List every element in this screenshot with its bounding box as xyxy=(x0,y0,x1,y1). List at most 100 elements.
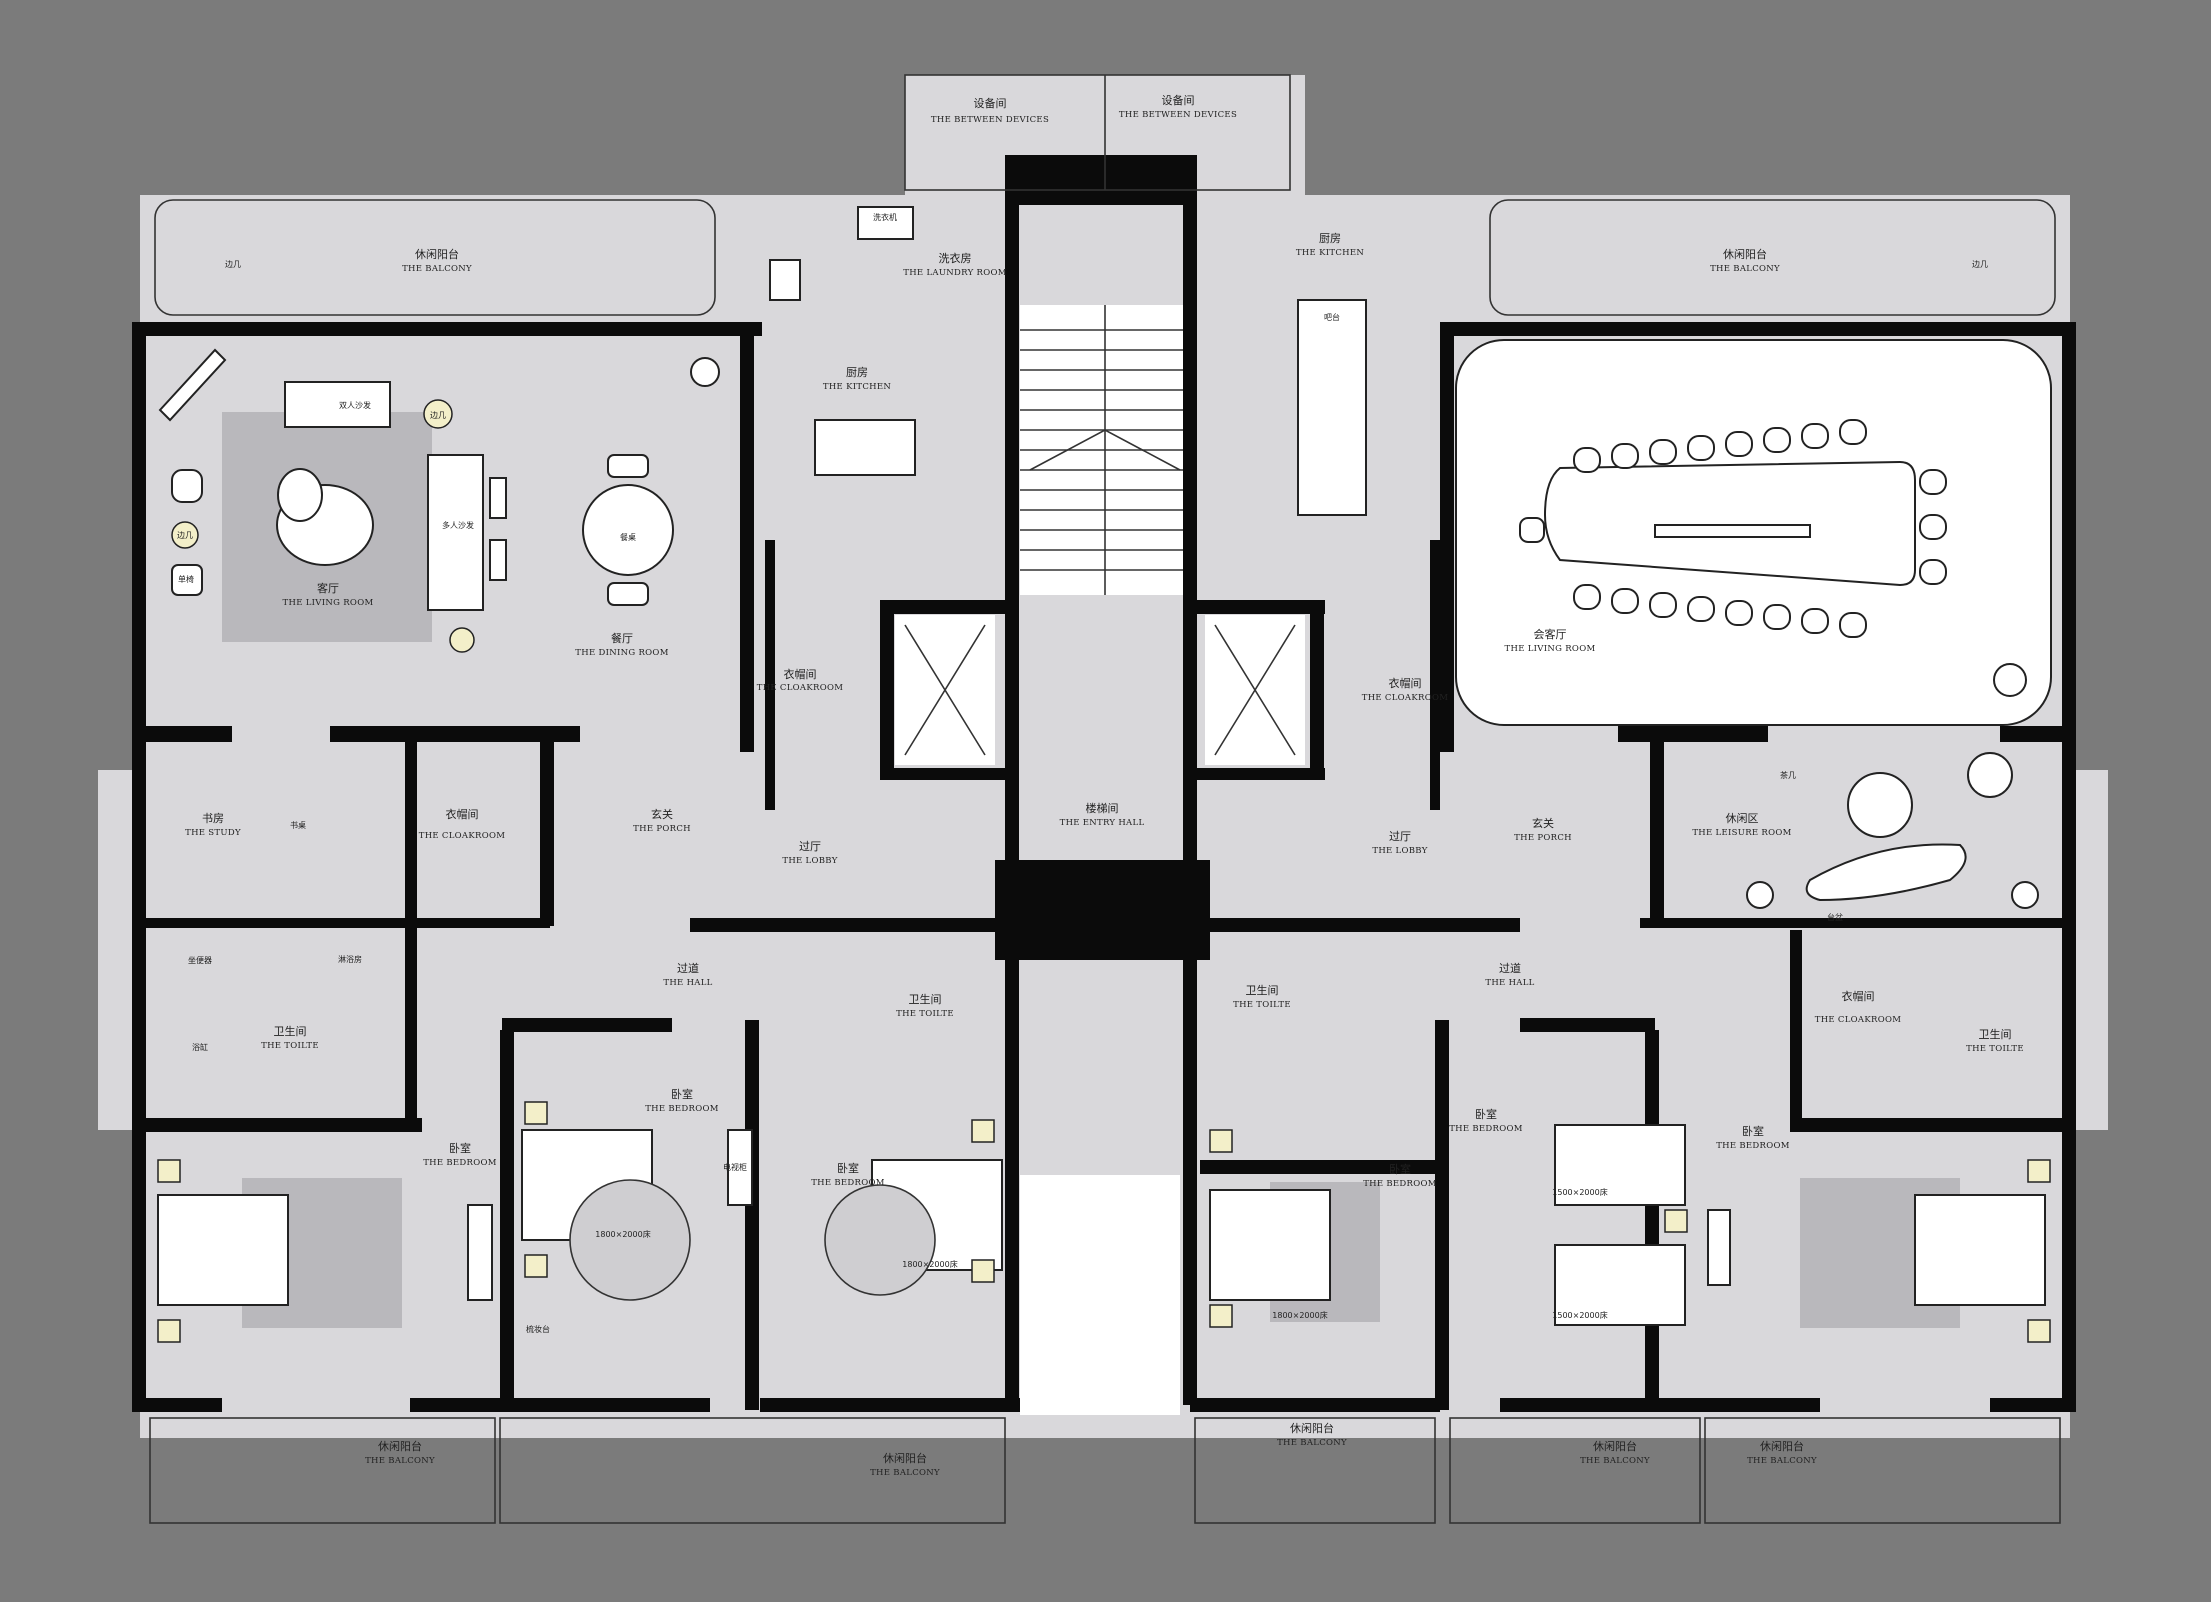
room-label-en: THE BETWEEN DEVICES xyxy=(1119,110,1237,120)
room-label-en: THE BETWEEN DEVICES xyxy=(931,115,1049,125)
furniture-label: 台盆 xyxy=(1827,912,1843,922)
room-label-en: THE LAUNDRY ROOM xyxy=(903,268,1006,278)
room-label-en: THE LOBBY xyxy=(782,856,837,866)
room-label-cn: 卧室 xyxy=(837,1161,859,1175)
room-label-en: THE BALCONY xyxy=(1277,1438,1347,1448)
room-label-en: THE BALCONY xyxy=(1747,1456,1817,1466)
room-label-cn: 洗衣房 xyxy=(939,251,972,265)
room-label-en: THE CLOAKROOM xyxy=(757,683,844,693)
top-balconies xyxy=(154,74,2056,316)
room-label-cn: 卧室 xyxy=(1389,1162,1411,1176)
room-label-en: THE BALCONY xyxy=(365,1456,435,1466)
furniture-label: 1800×2000床 xyxy=(1272,1310,1327,1320)
room-label-cn: 玄关 xyxy=(651,807,673,821)
room-label-cn: 休闲阳台 xyxy=(1760,1439,1804,1453)
room-label-cn: 楼梯间 xyxy=(1086,801,1119,815)
room-label-cn: 会客厅 xyxy=(1534,627,1567,641)
room-label-en: THE KITCHEN xyxy=(1296,248,1364,258)
room-label-en: THE BALCONY xyxy=(1580,1456,1650,1466)
room-label-en: THE CLOAKROOM xyxy=(1362,693,1449,703)
room-label-en: THE TOILTE xyxy=(1966,1044,2024,1054)
room-label-cn: 厨房 xyxy=(846,366,868,379)
furniture-label: 梳妆台 xyxy=(526,1324,550,1334)
room-label-cn: 卧室 xyxy=(671,1087,693,1101)
room-label-cn: 休闲阳台 xyxy=(1593,1439,1637,1453)
room-label-en: THE KITCHEN xyxy=(823,382,891,392)
room-label-en: THE HALL xyxy=(663,978,712,988)
room-label-cn: 休闲阳台 xyxy=(883,1451,927,1465)
room-label-en: THE BALCONY xyxy=(402,264,472,274)
living-room-furniture xyxy=(158,348,720,653)
furniture-label: 多人沙发 xyxy=(442,520,474,530)
room-label-cn: 餐厅 xyxy=(611,631,633,645)
room-label-en: THE LIVING ROOM xyxy=(283,598,374,608)
room-label-cn: 厨房 xyxy=(1319,232,1341,245)
furniture-label: 餐桌 xyxy=(620,532,636,542)
room-label-cn: 设备间 xyxy=(1162,93,1195,107)
room-label-cn: 过厅 xyxy=(1389,830,1411,843)
stair-core xyxy=(1020,305,1190,1415)
room-label-cn: 休闲阳台 xyxy=(378,1439,422,1453)
room-label-en: THE PORCH xyxy=(1514,833,1572,843)
room-label-cn: 过厅 xyxy=(799,840,821,853)
kitchen-fixtures xyxy=(769,206,1367,516)
room-label-cn: 衣帽间 xyxy=(784,667,817,681)
room-label-en: THE BEDROOM xyxy=(1449,1124,1523,1134)
room-label-en: THE CLOAKROOM xyxy=(1815,1015,1902,1025)
room-label-cn: 设备间 xyxy=(974,96,1007,110)
furniture-label: 1500×2000床 xyxy=(1552,1187,1607,1197)
room-label-cn: 过道 xyxy=(1499,961,1521,975)
room-label-cn: 客厅 xyxy=(317,581,339,595)
room-label-cn: 休闲阳台 xyxy=(1723,247,1767,261)
furniture-label: 边几 xyxy=(1972,259,1988,269)
furniture-label: 洗衣机 xyxy=(873,212,897,222)
conference-room-furniture xyxy=(1455,339,2052,726)
room-label-cn: 卫生间 xyxy=(1246,983,1279,997)
leisure-room-furniture xyxy=(1746,752,2039,909)
furniture-label: 坐便器 xyxy=(188,955,212,965)
furniture-labels: 双人沙发 多人沙发 餐桌 边几 边几 边几 边几 单椅 电视柜 1800×200… xyxy=(177,212,1988,1334)
room-label-en: THE PORCH xyxy=(633,824,691,834)
room-labels: 设备间 THE BETWEEN DEVICES 设备间 THE BETWEEN … xyxy=(185,93,2024,1478)
room-label-en: THE HALL xyxy=(1485,978,1534,988)
furniture-label: 电视柜 xyxy=(723,1162,747,1172)
room-label-en: THE TOILTE xyxy=(896,1009,954,1019)
room-label-en: THE TOILTE xyxy=(261,1041,319,1051)
room-label-cn: 卫生间 xyxy=(274,1024,307,1038)
room-label-cn: 休闲阳台 xyxy=(1290,1421,1334,1435)
bedroom-furniture xyxy=(157,1101,2051,1343)
room-label-en: THE DINING ROOM xyxy=(575,648,668,658)
room-label-en: THE BEDROOM xyxy=(811,1178,885,1188)
room-label-en: THE LIVING ROOM xyxy=(1505,644,1596,654)
room-label-cn: 休闲阳台 xyxy=(415,247,459,261)
room-label-en: THE BEDROOM xyxy=(423,1158,497,1168)
furniture-label: 1800×2000床 xyxy=(595,1229,650,1239)
furniture-label: 边几 xyxy=(225,259,241,269)
room-label-cn: 衣帽间 xyxy=(446,807,479,821)
room-label-cn: 过道 xyxy=(677,961,699,975)
room-label-en: THE BALCONY xyxy=(870,1468,940,1478)
furniture-label: 1500×2000床 xyxy=(1552,1310,1607,1320)
room-label-en: THE LOBBY xyxy=(1372,846,1427,856)
room-label-en: THE LEISURE ROOM xyxy=(1692,828,1791,838)
furniture-label: 边几 xyxy=(430,410,446,420)
room-label-en: THE TOILTE xyxy=(1233,1000,1291,1010)
room-label-cn: 书房 xyxy=(202,812,224,825)
furniture-label: 书桌 xyxy=(290,820,306,830)
furniture-label: 单椅 xyxy=(178,574,194,584)
room-label-cn: 卫生间 xyxy=(1979,1027,2012,1041)
room-label-cn: 衣帽间 xyxy=(1389,676,1422,690)
room-label-en: THE BEDROOM xyxy=(645,1104,719,1114)
furniture-label: 吧台 xyxy=(1324,312,1340,322)
room-label-en: THE BEDROOM xyxy=(1716,1141,1790,1151)
room-label-en: THE ENTRY HALL xyxy=(1060,818,1145,828)
room-label-cn: 玄关 xyxy=(1532,816,1554,830)
furniture-label: 淋浴房 xyxy=(338,954,362,964)
furniture-label: 茶几 xyxy=(1780,770,1796,780)
room-label-en: THE BEDROOM xyxy=(1363,1179,1437,1189)
room-label-en: THE STUDY xyxy=(185,828,241,838)
room-label-cn: 卧室 xyxy=(1475,1107,1497,1121)
furniture-label: 双人沙发 xyxy=(339,400,371,410)
furniture-label: 1800×2000床 xyxy=(902,1259,957,1269)
